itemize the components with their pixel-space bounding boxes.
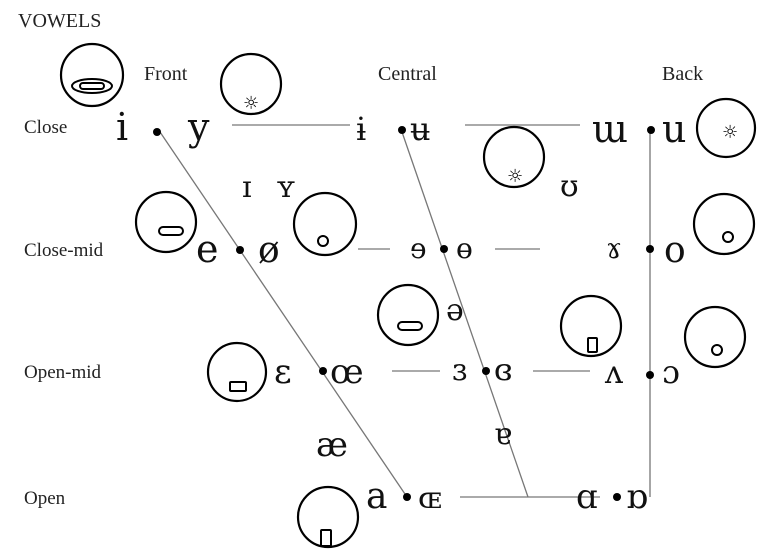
dot-open-mid-back	[646, 371, 654, 379]
chart-title: VOWELS	[18, 10, 101, 32]
row-open-mid-label: Open-mid	[24, 362, 102, 383]
vowel-open-front-rounded: ɶ	[418, 481, 442, 516]
dot-close-central	[398, 126, 406, 134]
lips-star-icon: ☼	[482, 125, 546, 189]
vowel-open-front-unrounded: a	[366, 476, 387, 517]
lips-spread-wide-icon	[59, 42, 125, 108]
vowel-open-mid-front-rounded: œ	[330, 352, 364, 392]
vowel-dots	[153, 126, 655, 501]
vowel-close-front-rounded: y	[187, 105, 210, 149]
lips-star-icon: ☼	[219, 52, 283, 116]
vowel-close-mid-front-rounded: ø	[258, 230, 280, 271]
lips-round-icon	[292, 191, 358, 257]
dot-open-back	[613, 493, 621, 501]
vowel-open-mid-front-unrounded: ɛ	[274, 352, 292, 392]
svg-text:☼: ☼	[243, 93, 259, 114]
vowel-near-close-front-rounded: ʏ	[276, 170, 296, 205]
front-diagonal-line	[159, 131, 408, 498]
central-diagonal-line	[401, 131, 529, 498]
vowel-mid-central: ə	[446, 293, 464, 328]
vowel-open-back-unrounded: ɑ	[576, 477, 598, 517]
lips-spread-icon	[376, 283, 440, 347]
lips-open-square-icon	[296, 485, 360, 549]
dot-open-mid-central	[482, 367, 490, 375]
dot-close-back	[647, 126, 655, 134]
row-close-mid-label: Close-mid	[24, 240, 104, 261]
lips-spread-icon	[134, 190, 198, 254]
lips-star-icon: ☼	[695, 97, 757, 159]
vowel-open-mid-back-rounded: ɔ	[662, 353, 680, 391]
vowel-close-central-rounded: ʉ	[410, 110, 431, 148]
column-back-label: Back	[662, 63, 703, 85]
dot-open-front	[403, 493, 411, 501]
vowel-near-close-front-unrounded: ɪ	[242, 170, 252, 205]
chart-lines	[159, 124, 651, 498]
vowel-close-mid-back-rounded: o	[664, 230, 686, 271]
vowel-symbols: i y ɨ ʉ ɯ u ɪ ʏ ʊ e ø ɘ ɵ ɤ o ə ɛ œ ɜ ɞ …	[116, 105, 686, 517]
vowel-open-mid-central-rounded: ɞ	[494, 353, 512, 388]
dot-close-mid-central	[440, 245, 448, 253]
dot-close-mid-back	[646, 245, 654, 253]
lips-round-icon	[692, 192, 756, 256]
dot-close-front	[153, 128, 161, 136]
vowel-open-back-rounded: ɒ	[626, 477, 648, 517]
vowel-near-close-back-rounded: ʊ	[560, 169, 579, 204]
lips-open-square-icon	[206, 341, 268, 403]
vowel-close-central-unrounded: ɨ	[356, 110, 366, 148]
dot-open-mid-front	[319, 367, 327, 375]
vowel-close-mid-back-unrounded: ɤ	[606, 232, 622, 265]
svg-text:☼: ☼	[507, 166, 523, 187]
vowel-open-mid-central-unrounded: ɜ	[452, 353, 467, 388]
vowel-near-open-front-unrounded: æ	[316, 425, 348, 465]
lips-open-square-icon	[559, 294, 623, 358]
vowel-close-front-unrounded: i	[116, 105, 128, 149]
lips-round-icon	[683, 305, 747, 369]
vowel-close-back-rounded: u	[662, 107, 686, 151]
vowel-close-mid-central-unrounded: ɘ	[410, 232, 427, 265]
vowel-close-back-unrounded: ɯ	[592, 107, 628, 151]
vowel-near-open-central: ɐ	[494, 417, 512, 452]
svg-text:☼: ☼	[722, 122, 738, 143]
row-open-label: Open	[24, 488, 66, 509]
vowel-open-mid-back-unrounded: ʌ	[604, 353, 623, 391]
dot-close-mid-front	[236, 246, 244, 254]
lip-icons: ☼ ☼ ☼	[59, 42, 757, 549]
column-central-label: Central	[378, 63, 437, 85]
vowel-close-mid-front-unrounded: e	[196, 227, 219, 271]
row-close-label: Close	[24, 117, 67, 138]
vowel-close-mid-central-rounded: ɵ	[456, 232, 473, 265]
column-front-label: Front	[144, 63, 188, 85]
